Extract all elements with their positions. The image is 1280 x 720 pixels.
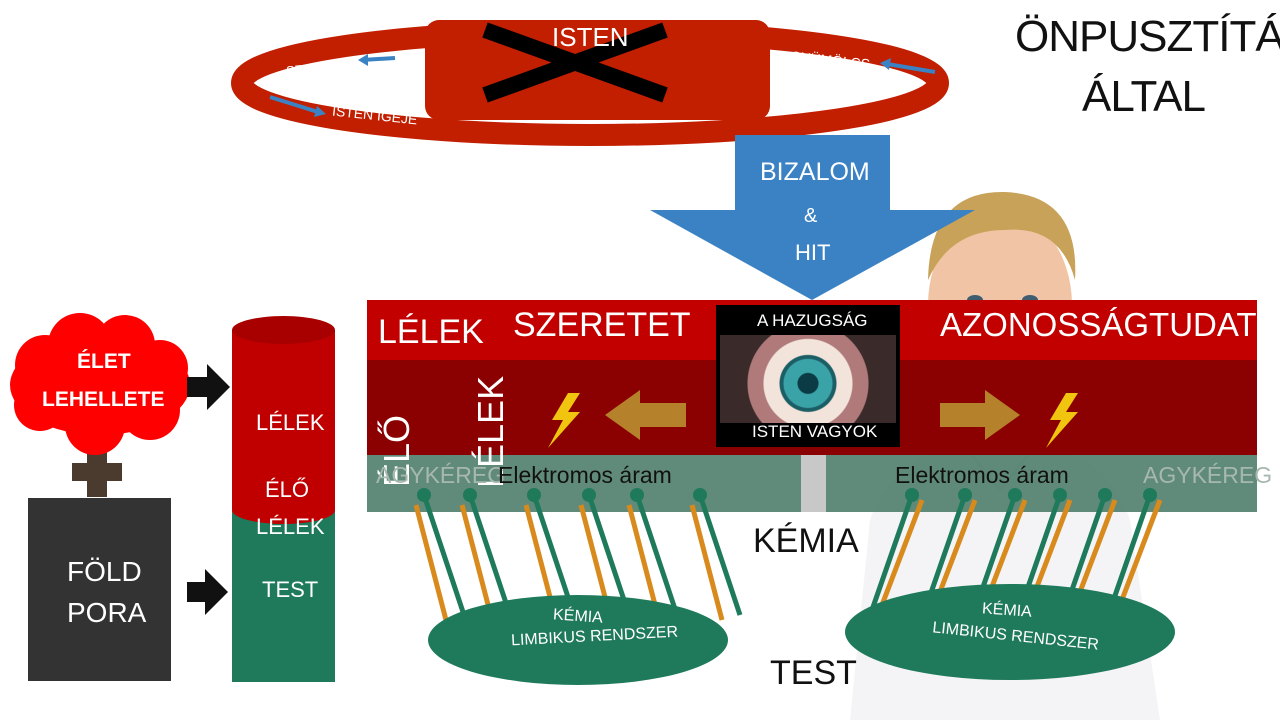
cylinder-soul: LÉLEK [256, 410, 325, 435]
right-green-link [1107, 494, 1153, 611]
left-flow-arrow [605, 390, 686, 440]
plus-horizontal [72, 463, 122, 481]
i-am-god-label: ISTEN VAGYOK [752, 422, 878, 441]
left-link-node [417, 488, 431, 502]
dust-line1: FÖLD [67, 556, 142, 587]
lie-label: A HAZUGSÁG [757, 311, 868, 330]
cloud-to-cylinder-arrow [187, 364, 230, 410]
left-orange-link [689, 504, 725, 621]
chemistry-label: KÉMIA [753, 522, 859, 560]
band-identity: AZONOSSÁGTUDAT [940, 306, 1257, 343]
cylinder-cap [232, 316, 335, 344]
dust-to-cylinder-arrow [187, 569, 228, 615]
cortex-right-current: Elektromos áram [895, 462, 1069, 488]
lightning-right-icon [1046, 393, 1078, 448]
limbic-right-chem: KÉMIA [981, 600, 1033, 621]
trust-label: BIZALOM [760, 158, 870, 186]
left-orange-link [413, 504, 449, 621]
left-link-node [463, 488, 477, 502]
lightning-left-icon [548, 393, 580, 448]
left-green-link [586, 494, 632, 616]
dust-box [28, 498, 171, 681]
right-link-node [1008, 488, 1022, 502]
cloud-line2: LEHELLETE [42, 388, 165, 411]
left-green-link [531, 494, 577, 616]
faith-label: HIT [795, 240, 831, 265]
left-green-link [634, 494, 680, 616]
title-line1: ÖNPUSZTÍTÁS [1015, 12, 1280, 61]
right-orange-link [1117, 499, 1163, 606]
breath-cloud [10, 313, 190, 455]
ring-arrow-right [880, 58, 936, 74]
cylinder-body-top [232, 330, 335, 510]
ring-arrow-left-top [358, 54, 396, 66]
dust-line2: PORA [67, 597, 147, 628]
right-link-node [1143, 488, 1157, 502]
left-green-link [467, 494, 513, 616]
left-green-link [421, 494, 467, 616]
cylinder-living: ÉLŐ [265, 477, 310, 502]
cortex-gap [801, 455, 826, 512]
ring-arrow-left-bottom [269, 95, 326, 117]
right-green-link [869, 494, 915, 611]
band-soul-title: LÉLEK [378, 313, 484, 351]
right-orange-link [879, 499, 925, 606]
left-green-link [697, 494, 743, 616]
cortex-left-current: Elektromos áram [498, 462, 672, 488]
lie-picture [716, 305, 900, 447]
limbic-left-chem: KÉMIA [552, 606, 604, 627]
right-orange-link [1072, 499, 1118, 606]
and-label: & [804, 205, 818, 227]
cylinder-mid [232, 496, 335, 524]
left-orange-link [459, 504, 495, 621]
cloud-line1: ÉLET [77, 350, 131, 373]
right-flow-arrow [940, 390, 1020, 440]
right-orange-link [932, 499, 978, 606]
cylinder-living-soul: LÉLEK [256, 514, 325, 539]
god-label: ISTEN [552, 22, 629, 52]
right-link-node [1053, 488, 1067, 502]
limbic-right [845, 584, 1175, 680]
right-link-node [905, 488, 919, 502]
left-link-node [630, 488, 644, 502]
cross-line-b [482, 22, 668, 103]
title-line2: ÁLTAL [1082, 72, 1206, 121]
body-label: TEST [770, 654, 857, 692]
cortex-right-label: AGYKÉREG [1143, 462, 1273, 488]
left-link-node [693, 488, 707, 502]
cylinder-body-bottom [232, 510, 335, 682]
eye-image [720, 335, 896, 423]
right-link-node [1098, 488, 1112, 502]
limbic-left [428, 595, 728, 685]
band-love: SZERETET [513, 306, 691, 344]
trust-faith-arrow [650, 135, 975, 300]
left-link-node [527, 488, 541, 502]
left-orange-link [626, 504, 662, 621]
cylinder-body: TEST [262, 577, 319, 602]
cortex-left-label: AGYKÉREG [376, 462, 506, 488]
left-link-node [582, 488, 596, 502]
right-link-node [958, 488, 972, 502]
